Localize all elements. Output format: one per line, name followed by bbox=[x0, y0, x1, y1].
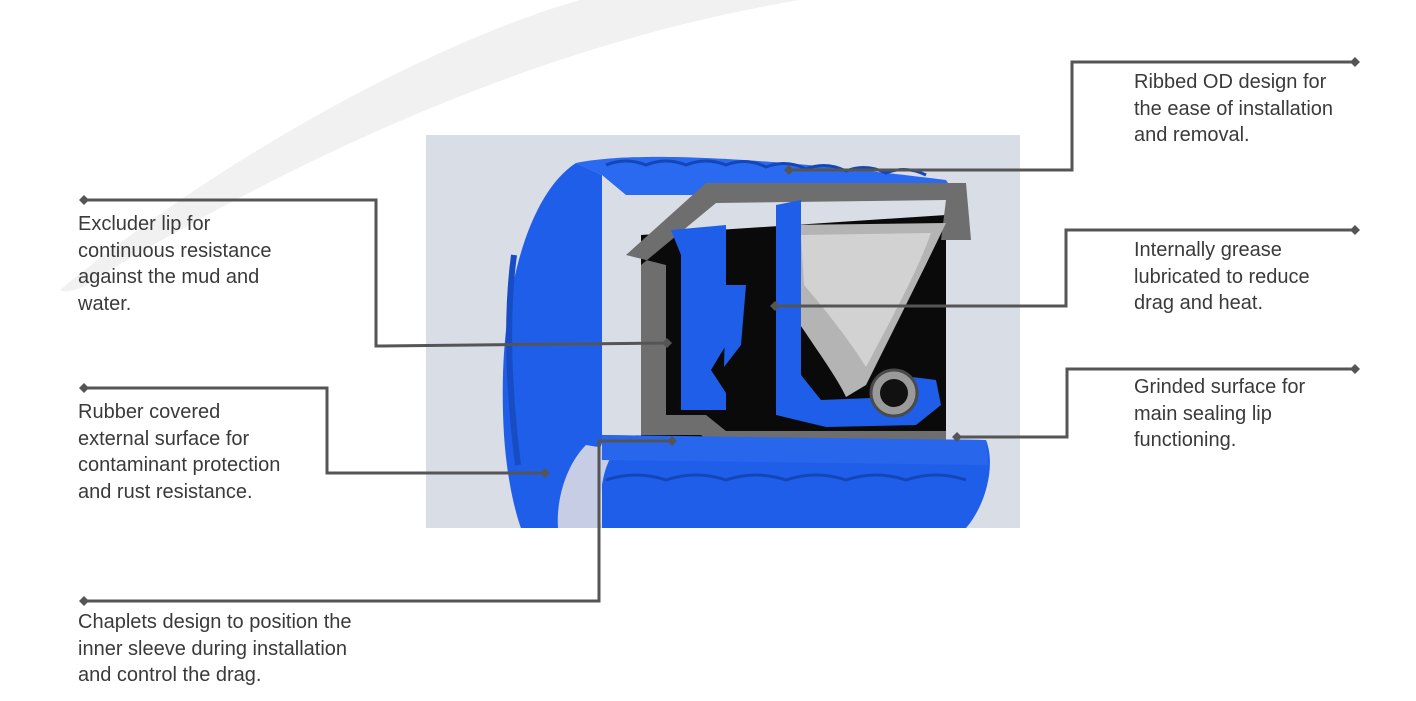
callout-line: water. bbox=[78, 292, 132, 315]
callout-chaplets: Chaplets design to position the inner sl… bbox=[78, 609, 352, 689]
callout-line: contaminant protection bbox=[78, 454, 281, 477]
seal-cross-section-illustration bbox=[502, 156, 990, 528]
callout-line: main sealing lip bbox=[1134, 402, 1272, 425]
callout-line: drag and heat. bbox=[1134, 292, 1263, 315]
callout-line: Internally grease bbox=[1134, 239, 1282, 261]
callout-line: Grinded surface for bbox=[1134, 376, 1306, 398]
callout-line: and removal. bbox=[1134, 124, 1250, 147]
callout-line: Rubber covered bbox=[78, 401, 221, 423]
callout-line: lubricated to reduce bbox=[1134, 265, 1310, 288]
callout-grinded: Grinded surface for main sealing lip fun… bbox=[1134, 374, 1305, 454]
callout-rubber-covered: Rubber covered external surface for cont… bbox=[78, 399, 280, 505]
callout-grease: Internally grease lubricated to reduce d… bbox=[1134, 237, 1310, 317]
callout-line: against the mud and bbox=[78, 266, 260, 289]
callout-line: inner sleeve during installation bbox=[78, 637, 348, 660]
callout-line: Chaplets design to position the bbox=[78, 611, 352, 633]
product-image-panel bbox=[426, 135, 1020, 528]
callout-line: continuous resistance bbox=[78, 239, 272, 262]
callout-line: and rust resistance. bbox=[78, 480, 253, 503]
callout-ribbed-od: Ribbed OD design for the ease of install… bbox=[1134, 69, 1333, 149]
callout-excluder-lip: Excluder lip for continuous resistance a… bbox=[78, 211, 271, 317]
callout-line: external surface for bbox=[78, 427, 250, 450]
callout-line: Ribbed OD design for bbox=[1134, 71, 1327, 93]
callout-line: functioning. bbox=[1134, 429, 1237, 452]
callout-line: the ease of installation bbox=[1134, 97, 1334, 120]
callout-line: and control the drag. bbox=[78, 664, 262, 687]
callout-line: Excluder lip for bbox=[78, 213, 211, 235]
